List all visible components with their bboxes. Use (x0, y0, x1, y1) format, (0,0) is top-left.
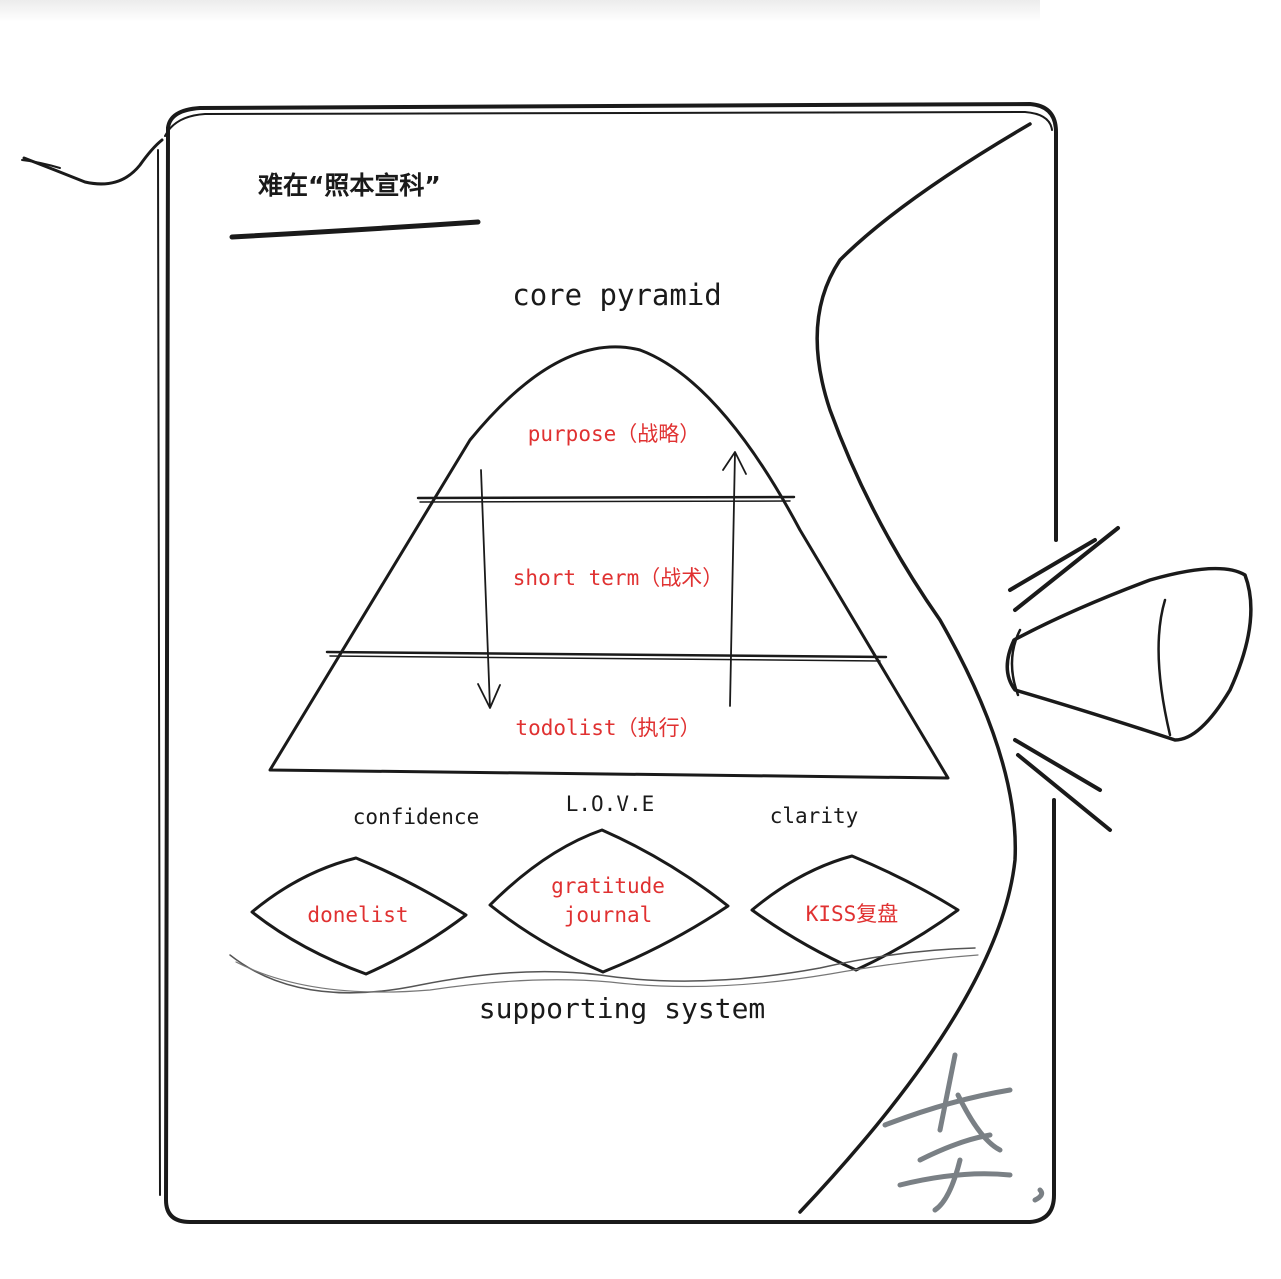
signature-mark (882, 1052, 1045, 1213)
flashlight-body (1005, 566, 1253, 742)
notebook-left-edge-2 (157, 149, 161, 1196)
up-arrow (722, 451, 747, 707)
support-item-gratitude-line1: gratitude (551, 874, 665, 898)
top-shadow (0, 0, 1040, 22)
bookmark-string-2 (21, 159, 61, 169)
pyramid-divider-1 (416, 495, 796, 500)
diamond-gratitude (488, 828, 730, 974)
notebook-left-edge (164, 126, 1056, 1224)
pyramid-divider-2b (329, 655, 881, 662)
support-wave-2 (235, 954, 979, 993)
bookmark-string (22, 138, 164, 186)
pyramid-level-short-term: short term（战术） (512, 566, 724, 590)
value-love: L.O.V.E (565, 792, 655, 816)
support-wave (229, 947, 976, 994)
support-item-gratitude-line2: journal (563, 903, 653, 927)
flashlight-ray-2 (1013, 738, 1112, 832)
flashlight-ray-1 (1008, 526, 1120, 612)
flashlight-lens (1010, 598, 1172, 737)
diamond-donelist (250, 856, 468, 976)
page-curl (798, 122, 1032, 1214)
support-item-kiss: KISS复盘 (805, 902, 899, 926)
value-clarity: clarity (769, 804, 859, 828)
value-confidence: confidence (352, 805, 480, 829)
pyramid-outline (268, 345, 950, 780)
support-title: supporting system (478, 992, 766, 1025)
title-underline (229, 219, 481, 240)
diamond-kiss (750, 854, 960, 972)
down-arrow (477, 469, 501, 709)
pyramid-title: core pyramid (512, 278, 722, 312)
notebook-frame-inner (164, 111, 1053, 137)
pyramid-divider-2 (325, 650, 888, 659)
pyramid-level-purpose: purpose（战略） (527, 422, 701, 446)
pyramid-level-todolist: todolist（执行） (515, 716, 701, 740)
page-title: 难在“照本宣科” (258, 171, 441, 200)
support-item-donelist: donelist (307, 903, 409, 927)
notebook-frame (166, 102, 1058, 542)
